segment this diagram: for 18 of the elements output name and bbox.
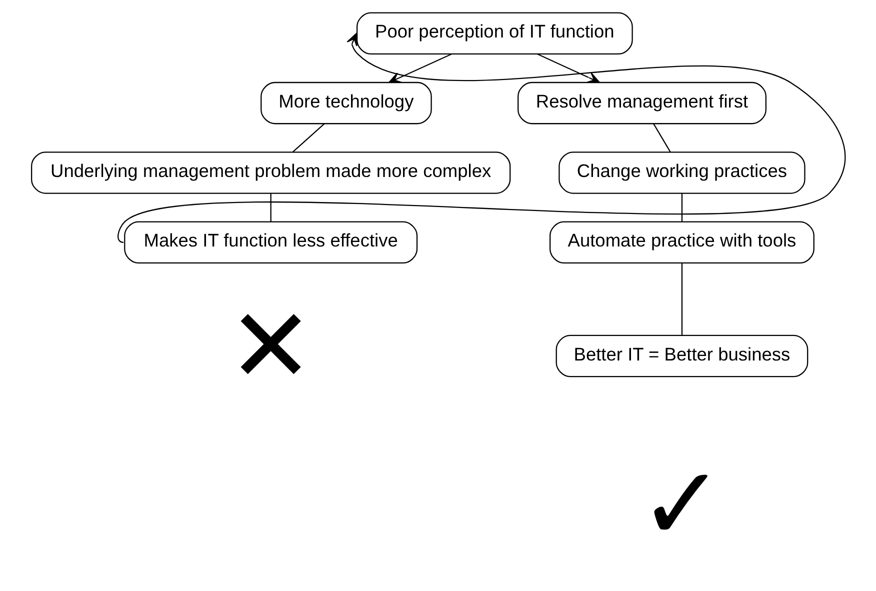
node-box: Makes IT function less effective [124, 221, 418, 264]
connector [680, 263, 682, 336]
node-box: Change working practices [558, 152, 805, 194]
label: ✓ [638, 445, 725, 564]
node-box: Underlying management problem made more complex [30, 152, 510, 194]
connector [292, 123, 324, 152]
node-box: Resolve management first [517, 82, 766, 124]
connector [652, 123, 670, 152]
connector [680, 193, 682, 222]
node-box: Automate practice with tools [549, 221, 814, 264]
node-box: Poor perception of IT function [356, 12, 632, 55]
label: ✕ [227, 288, 314, 407]
node-box: Better IT = Better business [555, 334, 808, 378]
arrow [388, 54, 452, 84]
arrow [118, 32, 845, 243]
connector [270, 193, 271, 222]
node-box: More technology [260, 82, 432, 124]
arrow [536, 54, 600, 84]
